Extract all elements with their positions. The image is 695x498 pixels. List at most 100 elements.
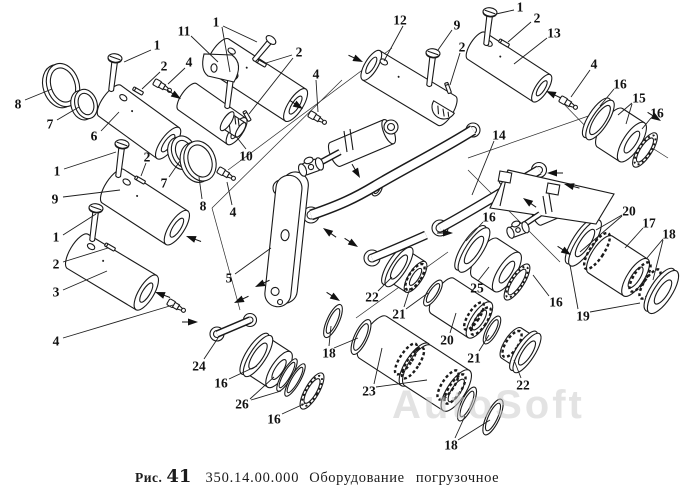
mounting-bracket bbox=[489, 169, 615, 225]
leader-line bbox=[507, 21, 532, 43]
part-label-1: 1 bbox=[54, 164, 61, 179]
part-label-2: 2 bbox=[459, 40, 466, 55]
leader-line bbox=[513, 359, 522, 379]
leader-line bbox=[465, 221, 484, 242]
leader-line bbox=[625, 103, 633, 125]
leader-line bbox=[249, 376, 275, 400]
leader-line bbox=[328, 325, 332, 347]
bracket-plate bbox=[202, 53, 240, 83]
part-label-4: 4 bbox=[186, 55, 193, 70]
welded-boss bbox=[431, 100, 456, 120]
part-label-4: 4 bbox=[591, 57, 598, 72]
sleeve-20 bbox=[424, 274, 497, 342]
part-label-2: 2 bbox=[53, 257, 60, 272]
leader-line bbox=[449, 312, 457, 334]
leader-line bbox=[62, 247, 109, 263]
leader-line bbox=[228, 365, 258, 380]
part-label-6: 6 bbox=[91, 129, 98, 144]
leader-line bbox=[377, 276, 393, 292]
part-label-16: 16 bbox=[613, 77, 627, 92]
ring bbox=[320, 302, 346, 340]
ring bbox=[505, 327, 546, 376]
leader-line bbox=[248, 57, 294, 115]
leader-line bbox=[100, 111, 120, 132]
leader-line bbox=[62, 213, 97, 236]
ring bbox=[449, 221, 495, 276]
leader-line bbox=[403, 287, 411, 308]
leader-line bbox=[595, 214, 623, 231]
leader-line bbox=[646, 238, 664, 259]
ring bbox=[347, 317, 375, 357]
leader-line bbox=[168, 160, 181, 178]
part-label-23: 23 bbox=[362, 384, 376, 399]
part-label-20: 20 bbox=[622, 204, 636, 219]
bearing-ring bbox=[441, 371, 470, 406]
leader-line bbox=[437, 29, 453, 51]
cardan-cross-upper bbox=[297, 156, 325, 177]
roll-pin bbox=[131, 86, 145, 96]
ring bbox=[479, 397, 507, 438]
leader-line bbox=[221, 26, 231, 73]
part-label-12: 12 bbox=[393, 13, 407, 28]
leader-line bbox=[222, 25, 258, 43]
part-label-22: 22 bbox=[365, 290, 379, 305]
ring bbox=[281, 361, 308, 398]
part-label-13: 13 bbox=[547, 26, 561, 41]
part-label-11: 11 bbox=[178, 24, 191, 39]
leader-line bbox=[62, 270, 108, 291]
part-label-14: 14 bbox=[492, 128, 506, 143]
leader-line bbox=[62, 304, 174, 339]
lift-arm-upper bbox=[309, 125, 476, 221]
leader-line bbox=[140, 162, 147, 177]
part-label-16: 16 bbox=[482, 210, 496, 225]
leader-line bbox=[624, 227, 644, 249]
leader-line bbox=[203, 337, 219, 360]
leader-line bbox=[405, 292, 429, 310]
sleeve-23b bbox=[397, 340, 477, 415]
ring bbox=[67, 86, 101, 123]
ring bbox=[377, 241, 418, 290]
leader-line bbox=[579, 215, 623, 253]
leader-line bbox=[315, 79, 319, 113]
leader-line bbox=[234, 134, 247, 150]
leader-line bbox=[570, 69, 591, 98]
part-label-9: 9 bbox=[454, 18, 461, 33]
part-label-5: 5 bbox=[226, 271, 233, 286]
bushing-3 bbox=[61, 230, 163, 313]
leader-line bbox=[226, 181, 233, 206]
leader-line bbox=[56, 106, 80, 121]
leader-line bbox=[375, 379, 428, 388]
part-label-22: 22 bbox=[516, 378, 530, 393]
leader-line bbox=[198, 176, 203, 200]
caption-fig-number: 41 bbox=[166, 466, 192, 487]
bushing-13 bbox=[462, 29, 555, 105]
bearing-ring bbox=[461, 300, 488, 333]
part-label-26: 26 bbox=[235, 397, 249, 412]
leader-line bbox=[477, 266, 490, 282]
slanted-pin bbox=[252, 35, 277, 62]
part-label-2: 2 bbox=[144, 150, 151, 165]
leader-line bbox=[449, 52, 461, 86]
bearing-ring bbox=[580, 230, 615, 273]
leader-line bbox=[281, 402, 307, 415]
part-label-17: 17 bbox=[642, 216, 656, 231]
leader-line bbox=[63, 151, 117, 170]
ring bbox=[577, 94, 619, 143]
part-label-18: 18 bbox=[444, 438, 458, 453]
lift-arm-rear bbox=[370, 230, 428, 263]
leader-line bbox=[333, 337, 359, 349]
leader-line bbox=[265, 54, 293, 64]
part-label-16: 16 bbox=[214, 376, 228, 391]
part-label-21: 21 bbox=[392, 307, 406, 322]
flanged-bushing-10 bbox=[219, 111, 247, 138]
ring bbox=[420, 277, 446, 308]
part-label-4: 4 bbox=[313, 67, 320, 82]
ring bbox=[638, 264, 684, 318]
leader-line bbox=[62, 189, 121, 198]
part-label-4: 4 bbox=[230, 205, 237, 220]
leader-line bbox=[589, 302, 641, 313]
vertical-link bbox=[264, 171, 309, 308]
bearing-ring bbox=[434, 367, 463, 402]
part-label-2: 2 bbox=[161, 59, 168, 74]
